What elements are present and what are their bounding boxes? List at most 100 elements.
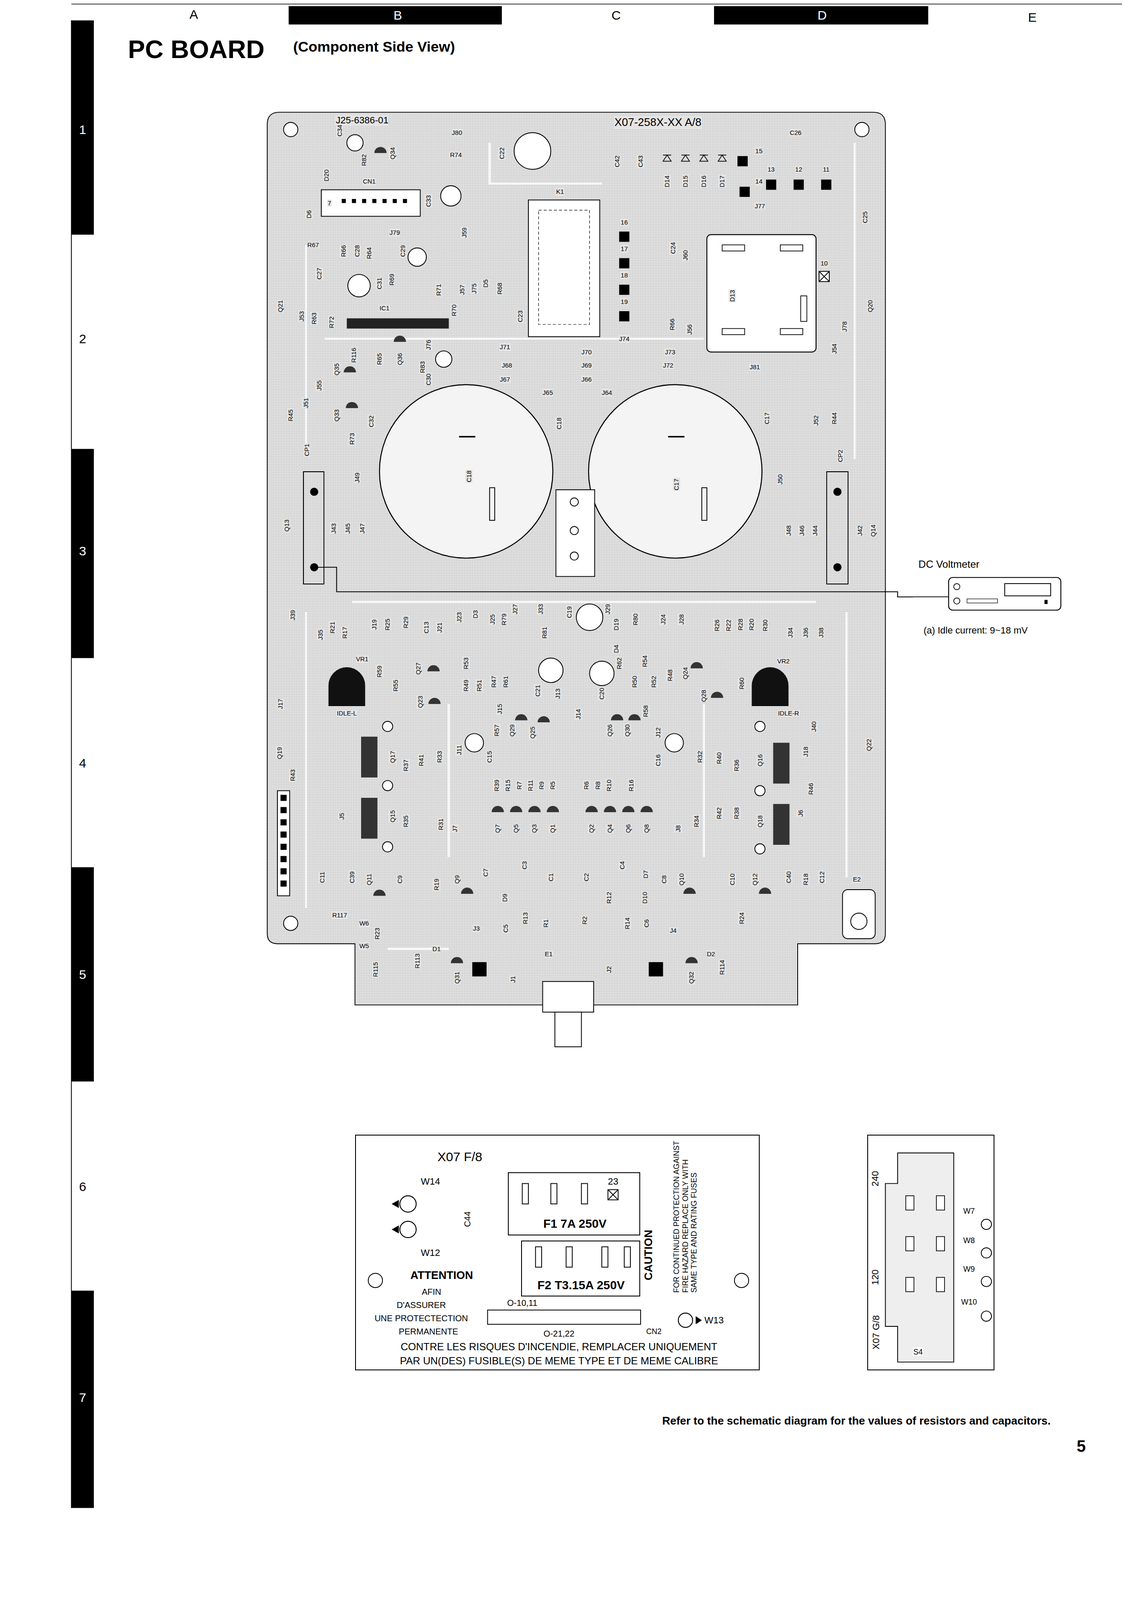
part-label: D5 — [481, 279, 490, 289]
part-label: R45 — [287, 408, 295, 422]
part-label: W8 — [962, 1235, 976, 1245]
part-label: IDLE-L — [336, 709, 358, 717]
part-label: C — [611, 8, 622, 24]
part-label: J4 — [669, 926, 677, 934]
drawing-part — [306, 142, 855, 949]
part-label: 15 — [754, 147, 764, 155]
part-label: R20 — [748, 617, 756, 631]
drawing-part — [611, 714, 624, 720]
drawing-part — [277, 790, 290, 896]
drawing-part — [382, 721, 393, 732]
part-label: R53 — [462, 656, 470, 670]
drawing-part — [780, 244, 803, 251]
part-label: R79 — [500, 612, 508, 626]
part-label: Q4 — [606, 823, 614, 834]
drawing-part — [491, 805, 505, 812]
drawing-part — [714, 5, 929, 25]
drawing-part — [280, 855, 287, 862]
part-label: D20 — [322, 169, 330, 182]
drawing-part — [487, 1309, 641, 1324]
drawing-part — [854, 122, 869, 137]
part-label: CAUTION — [642, 1228, 656, 1280]
part-label: B — [393, 8, 403, 24]
drawing-part — [585, 805, 598, 812]
node-text: X07-258X-XX A/8 — [614, 116, 703, 129]
drawing-part — [648, 961, 663, 977]
part-label: R80 — [631, 612, 639, 626]
drawing-part — [280, 831, 287, 838]
drawing-part — [399, 1195, 417, 1212]
drawing-part — [833, 487, 842, 496]
part-label: J49 — [353, 471, 361, 483]
part-label: D3 — [471, 609, 479, 619]
drawing-part — [392, 198, 397, 204]
dc-voltmeter: DC Voltmeter(a) Idle current: 9~18 mV — [912, 550, 1087, 645]
drawing-part — [1044, 599, 1048, 604]
part-label: Q6 — [624, 823, 633, 834]
part-label: Q8 — [643, 823, 651, 834]
part-label: R81 — [541, 626, 549, 639]
part-label: C2 — [582, 872, 591, 882]
part-label: R5 — [549, 781, 557, 790]
drawing-part — [953, 597, 960, 604]
part-label: J6 — [797, 809, 805, 817]
node-text: (a) Idle current: 9~18 mV — [923, 624, 1029, 636]
part-label: J66 — [580, 375, 592, 383]
part-label: J47 — [358, 522, 366, 534]
part-label: R32 — [696, 750, 704, 764]
part-label: R34 — [693, 814, 701, 828]
drawing-part — [346, 318, 449, 329]
drawing-part — [1004, 583, 1051, 596]
drawing-part — [556, 489, 595, 577]
part-label: J79 — [389, 228, 401, 237]
drawing-part — [981, 1310, 992, 1321]
drawing-part — [936, 1276, 945, 1292]
part-label: R64 — [365, 246, 374, 260]
part-label: R49 — [462, 679, 470, 692]
drawing-part — [372, 198, 377, 204]
drawing-part — [408, 247, 427, 267]
drawing-part — [283, 122, 298, 137]
part-label: R37 — [402, 758, 410, 772]
part-label: J50 — [776, 473, 785, 485]
drawing-part — [800, 295, 807, 322]
part-label: J33 — [536, 603, 545, 615]
part-label: J75 — [470, 282, 479, 295]
part-label: R35 — [402, 814, 410, 828]
part-label: R48 — [666, 668, 674, 682]
part-label: VR1 — [355, 655, 369, 663]
part-label: Q9 — [453, 874, 461, 884]
part-label: R65 — [375, 352, 383, 366]
drawing-part — [427, 664, 440, 671]
part-label: J40 — [810, 720, 818, 732]
drawing-part — [711, 691, 724, 698]
drawing-part — [737, 156, 748, 167]
node-text: F1 7A 250V — [542, 1216, 607, 1231]
drawing-part — [428, 697, 441, 704]
part-label: J53 — [298, 310, 306, 322]
drawing-part — [850, 912, 867, 930]
drawing-part — [905, 1195, 914, 1210]
part-label: IC1 — [378, 304, 390, 312]
drawing-part — [619, 231, 630, 242]
drawing-part — [588, 384, 762, 558]
drawing-part — [948, 577, 1062, 610]
drawing-part — [352, 198, 357, 204]
drawing-part — [321, 189, 421, 217]
node-text: X07 F/8 — [437, 1149, 483, 1165]
node-text: F2 T3.15A 250V — [536, 1278, 625, 1292]
drawing-part — [603, 805, 617, 812]
part-label: R43 — [288, 769, 297, 782]
part-label: R13 — [521, 911, 529, 925]
drawing-part — [538, 209, 590, 325]
part-label: O-10,11 — [506, 1297, 538, 1308]
drawing-part — [718, 154, 727, 161]
part-label: C26 — [789, 128, 802, 137]
drawing-part — [382, 780, 393, 791]
drawing-part — [465, 733, 484, 752]
part-label: W7 — [962, 1206, 976, 1216]
part-label: C12 — [818, 871, 826, 884]
part-label: C16 — [654, 753, 662, 767]
part-label: R23 — [373, 926, 382, 940]
